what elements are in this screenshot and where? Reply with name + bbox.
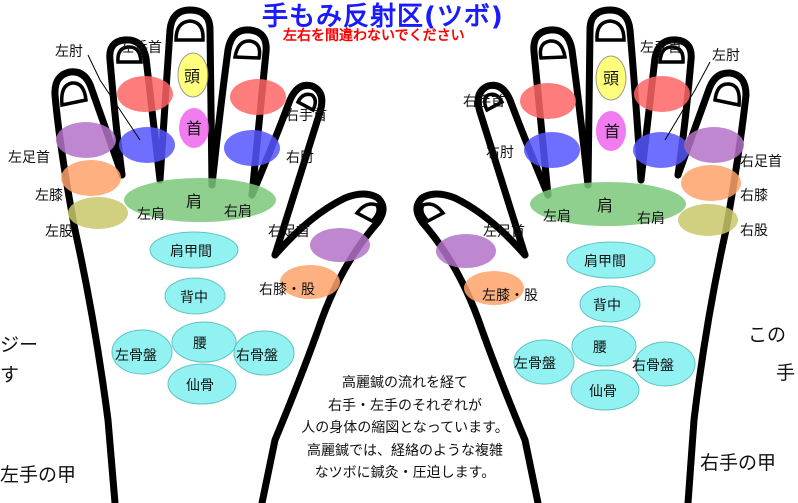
side-text-left-top: ジー [0, 334, 39, 356]
diagram-subtitle: 左右を間違わないでください [283, 28, 465, 44]
right-hand-label-right-ankle: 右足首 [740, 154, 782, 170]
explanation-note: 高麗鍼の流れを経て 右手・左手のそれぞれが 人の身体の縮図となっています。 高麗… [260, 372, 550, 485]
right-hand-zone-head [595, 55, 627, 101]
right-hand-label-right-thigh: 右股 [740, 223, 768, 239]
left-hand-zone-head [177, 52, 209, 98]
side-text-right-top: この [748, 324, 787, 346]
right-hand-zone-right-elbow [524, 132, 580, 168]
left-hand-label-left-shoulder: 左肩 [137, 207, 165, 223]
left-hand-nails [59, 19, 380, 224]
left-hand-zone-waist [171, 321, 237, 363]
right-hand-label-left-pelvis: 左骨盤 [514, 356, 556, 372]
left-hand-zone-right-ankle [310, 228, 370, 262]
left-hand-zone-shoulder [124, 178, 276, 222]
left-hand-zone-back [164, 277, 226, 315]
right-hand-label-right-elbow: 右肘 [486, 145, 514, 161]
left-hand-caption: 左手の甲 [0, 464, 77, 486]
right-hand-label-neck: 首 [604, 122, 620, 141]
left-hand-zone-left-knee [61, 160, 121, 196]
left-hand-zone-right-pelvis [233, 330, 295, 376]
right-hand-zone-left-wrist [634, 76, 690, 112]
right-hand-label-left-shoulder: 左肩 [543, 209, 571, 225]
note-line: 人の身体の縮図となっています。 [301, 420, 509, 436]
right-hand-label-sacrum: 仙骨 [589, 384, 617, 400]
right-hand-nails [420, 19, 742, 224]
right-hand-zone-waist [571, 325, 637, 367]
left-hand-zone-neck [179, 108, 209, 148]
left-hand-label-right-ankle: 右足首 [268, 224, 310, 240]
left-hand-zone-right-wrist [230, 79, 286, 115]
right-hand-label-back: 背中 [593, 298, 621, 314]
left-hand-label-right-wrist: 右手首 [285, 108, 327, 124]
side-text-right-mid: 手 [776, 362, 796, 384]
left-hand-label-neck: 首 [186, 119, 202, 138]
side-text-left-mid: す [0, 364, 20, 386]
right-hand-zone-left-elbow [633, 132, 689, 168]
right-hand-label-right-pelvis: 右骨盤 [632, 358, 674, 374]
right-hand-label-shoulder: 肩 [597, 196, 613, 215]
left-hand-label-back: 背中 [180, 290, 208, 306]
right-hand-label-between-shoulder-blades: 肩甲間 [584, 254, 626, 270]
right-hand-zone-right-pelvis [634, 341, 696, 387]
right-hand-zone-between-shoulder-blades [566, 241, 656, 279]
left-hand-label-right-pelvis: 右骨盤 [236, 348, 278, 364]
left-hand-label-waist: 腰 [193, 336, 207, 352]
right-hand-zone-left-knee-thigh [464, 271, 524, 305]
left-hand-label-left-thigh: 左股 [45, 224, 73, 240]
label-leader-lines [87, 54, 711, 141]
left-hand-label-head: 頭 [184, 67, 200, 86]
note-line: なツボに鍼灸・圧迫します。 [314, 465, 496, 481]
left-hand-zone-left-wrist [117, 76, 173, 112]
left-hand-label-left-knee: 左膝 [35, 188, 63, 204]
left-hand-zone-sacrum [167, 363, 237, 405]
right-hand-zone-left-pelvis [513, 339, 575, 385]
note-line: 右手・左手のそれぞれが [328, 397, 482, 414]
note-line: 高麗鍼では、経絡のような複雑 [307, 442, 503, 459]
right-hand-zone-neck [596, 111, 626, 151]
left-hand-label-between-shoulder-blades: 肩甲間 [170, 244, 212, 260]
right-hand-zones [436, 55, 744, 411]
left-hand-zone-left-ankle [56, 122, 116, 158]
left-hand-label-shoulder: 肩 [186, 192, 202, 211]
left-hand-zones [56, 52, 370, 405]
left-hand-zone-left-pelvis [111, 329, 173, 375]
right-hand-outline [413, 6, 750, 503]
left-hand-zone-between-shoulder-blades [149, 231, 239, 269]
left-hand-zone-left-thigh [68, 197, 128, 229]
right-hand-label-left-wrist: 左手首 [640, 40, 682, 56]
right-hand-zone-right-thigh [678, 204, 738, 236]
right-hand-label-left-elbow: 左肘 [712, 48, 740, 64]
right-hand-label-waist: 腰 [593, 340, 607, 356]
right-hand-zone-shoulder [530, 182, 686, 226]
left-hand-label-left-wrist: 左手首 [120, 40, 162, 56]
right-hand-label-right-wrist: 右手首 [463, 94, 505, 110]
right-hand-zone-back [579, 285, 641, 323]
right-hand-caption: 右手の甲 [700, 452, 777, 474]
left-hand-label-right-elbow: 右肘 [286, 150, 314, 166]
diagram-title: 手もみ反射区(ツボ) [262, 2, 504, 32]
leader-line-left-elbow [87, 54, 141, 141]
right-hand-label-right-knee: 右膝 [740, 188, 768, 204]
right-hand-label-left-knee-thigh: 左膝・股 [482, 288, 538, 304]
left-hand-label-sacrum: 仙骨 [186, 378, 214, 394]
left-hand-label-left-pelvis: 左骨盤 [115, 348, 157, 364]
left-hand-zone-left-elbow [119, 127, 175, 163]
right-hand-zone-right-wrist [520, 83, 576, 119]
left-hand-zone-right-elbow [224, 130, 280, 166]
note-line: 高麗鍼の流れを経て [342, 375, 468, 391]
right-hand-zone-right-knee [681, 165, 741, 201]
left-hand-label-left-ankle: 左足首 [8, 150, 50, 166]
right-hand-label-head: 頭 [603, 69, 619, 88]
left-hand-label-right-shoulder: 右肩 [224, 204, 252, 220]
right-hand-label-left-ankle: 左足首 [483, 224, 525, 240]
left-hand-label-left-elbow: 左肘 [55, 44, 83, 60]
left-hand-label-right-knee-thigh: 右膝・股 [259, 282, 315, 298]
right-hand-zone-left-ankle [436, 234, 496, 268]
right-hand-zone-right-ankle [684, 127, 744, 163]
leader-line-right-hand-left-elbow [664, 61, 711, 141]
right-hand-zone-sacrum [570, 369, 640, 411]
right-hand-label-right-shoulder: 右肩 [637, 211, 665, 227]
left-hand-zone-right-knee-thigh [280, 265, 340, 299]
